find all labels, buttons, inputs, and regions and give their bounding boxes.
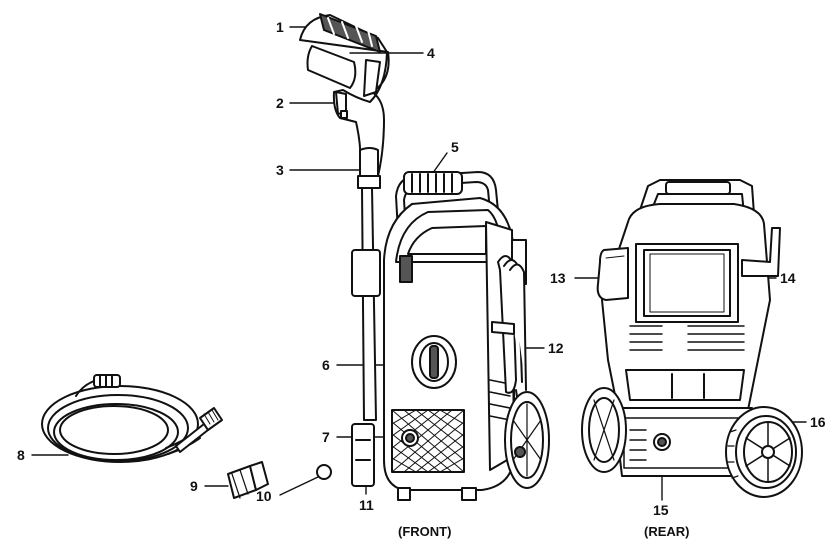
callout-11: 11	[359, 497, 374, 513]
callout-14: 14	[780, 270, 796, 286]
callout-12: 12	[548, 340, 564, 356]
o-ring	[317, 465, 331, 479]
callout-5: 5	[451, 139, 459, 155]
callout-1: 1	[276, 19, 284, 35]
callout-3: 3	[276, 162, 284, 178]
callout-8: 8	[17, 447, 25, 463]
callout-10: 10	[256, 488, 272, 504]
front-view-label: (FRONT)	[398, 524, 451, 539]
callout-15: 15	[653, 502, 669, 518]
callout-6: 6	[322, 357, 330, 373]
rear-view-label: (REAR)	[644, 524, 690, 539]
rear-unit	[582, 180, 802, 497]
callout-2: 2	[276, 95, 284, 111]
callout-16: 16	[810, 414, 826, 430]
callout-7: 7	[322, 429, 330, 445]
high-pressure-hose	[42, 375, 222, 462]
callout-13: 13	[550, 270, 566, 286]
callout-4: 4	[427, 45, 435, 61]
front-unit	[352, 172, 549, 500]
spray-gun	[300, 14, 389, 176]
callout-9: 9	[190, 478, 198, 494]
